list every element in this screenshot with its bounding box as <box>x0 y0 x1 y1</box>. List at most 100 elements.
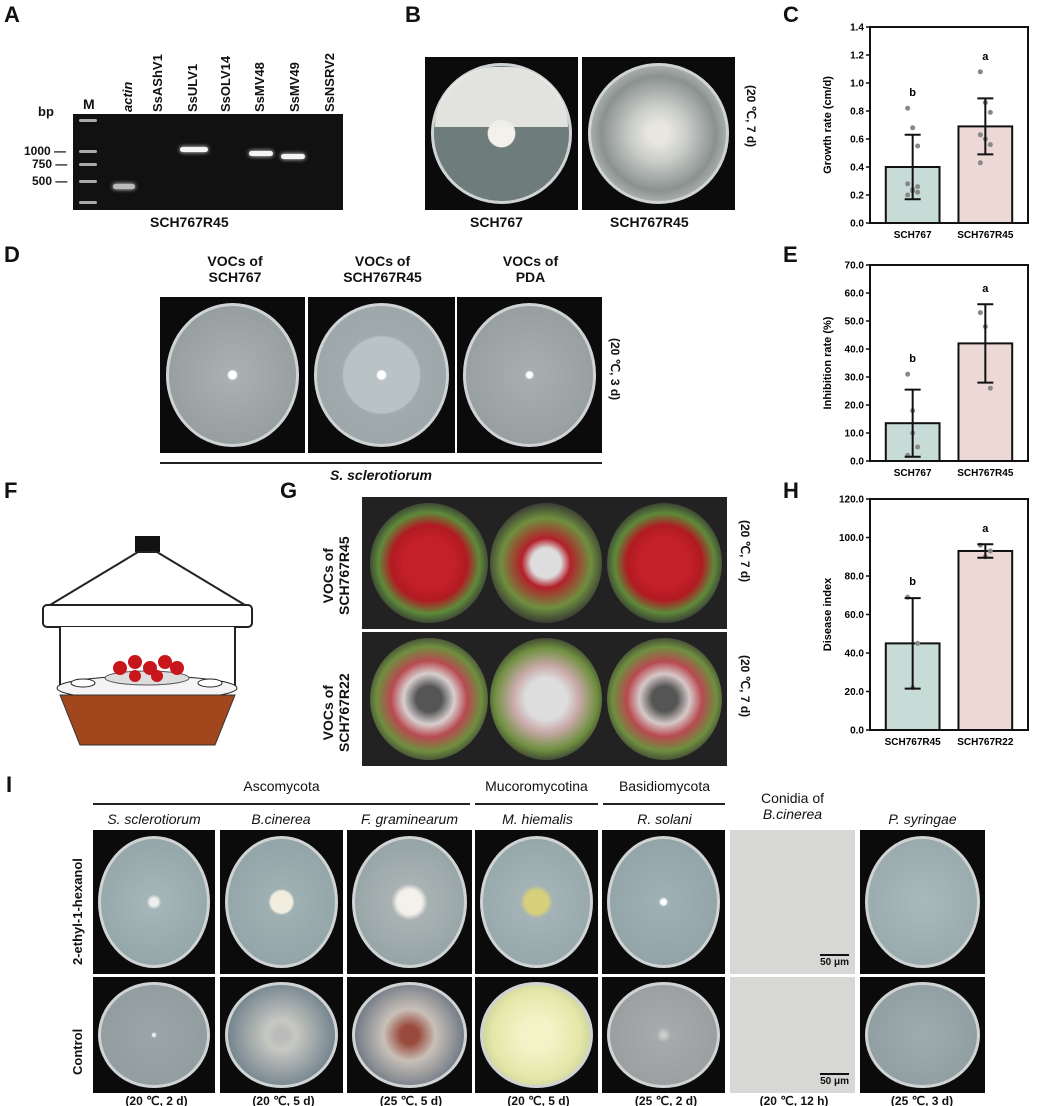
y-tick-label: 0.6 <box>850 135 864 146</box>
x-tick-label: SCH767R45 <box>957 230 1014 241</box>
condition-label: (25 ℃, 2 d) <box>634 1094 698 1106</box>
group-label: Basidiomycota <box>618 778 711 794</box>
panel-label-g: G <box>280 478 298 503</box>
chart-inhibition-rate: 0.010.020.030.040.050.060.070.0Inhibitio… <box>822 261 1029 479</box>
size-500: 500 — <box>32 174 68 188</box>
data-point <box>915 184 921 190</box>
culture-photo <box>602 830 725 974</box>
plot-frame <box>869 26 1029 224</box>
culture-photo <box>475 977 598 1093</box>
y-axis-label: Inhibition rate (%) <box>822 316 834 409</box>
data-point <box>915 189 921 195</box>
species-label: P. syringae <box>888 811 957 827</box>
y-axis-label: Growth rate (cm/d) <box>822 76 834 174</box>
strain-label: SCH767R45 <box>150 214 229 230</box>
y-tick-label: 0.0 <box>850 457 864 468</box>
strawberries <box>113 655 184 682</box>
significance-letter: a <box>982 51 989 63</box>
scale-bar: 50 μm <box>820 1073 849 1087</box>
y-tick-label: 0.4 <box>850 163 864 174</box>
condition-row: (20 ℃, 2 d) (20 ℃, 5 d) (25 ℃, 5 d) (20 … <box>93 1094 986 1106</box>
significance-letter: a <box>982 283 989 295</box>
panel-label-i: I <box>6 772 13 797</box>
condition-label: (20 ℃, 7 d) <box>744 85 758 148</box>
y-tick-label: 0.8 <box>850 107 864 118</box>
gel-image <box>73 114 343 210</box>
culture-photo <box>220 830 343 974</box>
plate-photo <box>308 297 455 453</box>
lane-label: SsMV48 <box>252 62 267 112</box>
lane-label: SsNSRV2 <box>322 52 337 112</box>
x-tick-label: SCH767R45 <box>957 468 1014 479</box>
plate-label: SCH767R45 <box>610 214 689 230</box>
scale-bar: 50 μm <box>820 954 849 968</box>
plate-photo-sch767 <box>425 57 578 210</box>
y-tick-label: 20.0 <box>845 687 865 698</box>
lane-label: SsOLV14 <box>218 55 233 112</box>
plate-photo-sch767r45 <box>582 57 735 210</box>
panel-label-c: C <box>783 2 799 27</box>
condition-label: (20 ℃, 3 d) <box>608 338 622 401</box>
culture-photo <box>93 977 215 1093</box>
culture-photo <box>602 977 725 1093</box>
group-label: Ascomycota <box>243 778 320 794</box>
marker-label: M <box>83 96 95 112</box>
data-point <box>915 640 921 646</box>
y-tick-label: 70.0 <box>845 261 865 272</box>
panel-label-d: D <box>4 242 20 267</box>
data-point <box>905 192 911 198</box>
y-tick-label: 50.0 <box>845 317 865 328</box>
culture-photo <box>93 830 215 974</box>
x-tick-label: SCH767R22 <box>957 737 1014 748</box>
y-tick-label: 60.0 <box>845 610 865 621</box>
y-tick-label: 30.0 <box>845 373 865 384</box>
condition-label: (20 ℃, 7 d) <box>738 520 752 583</box>
panel-label-h: H <box>783 478 799 503</box>
data-point <box>987 548 993 554</box>
data-point <box>977 132 983 138</box>
soil <box>59 694 236 746</box>
panel-label-a: A <box>4 2 20 27</box>
y-tick-label: 40.0 <box>845 649 865 660</box>
chamber-diagram <box>42 536 253 746</box>
bar <box>957 549 1014 731</box>
y-tick-label: 10.0 <box>845 429 865 440</box>
lane-label: SsMV49 <box>287 62 302 112</box>
data-point <box>987 142 993 148</box>
culture-photo <box>347 830 472 974</box>
culture-photo: 50 μm <box>730 830 855 974</box>
species-label: F. graminearum <box>360 811 458 827</box>
y-tick-label: 1.4 <box>850 23 864 34</box>
row-label: Control <box>70 1028 85 1075</box>
group-underline <box>93 803 470 805</box>
lane-label: actin <box>120 81 135 112</box>
y-tick-label: 120.0 <box>839 495 864 506</box>
culture-photo <box>347 977 472 1093</box>
species-label: S. sclerotiorum <box>107 811 201 827</box>
x-tick-label: SCH767 <box>894 468 932 479</box>
culture-photo: 50 μm <box>730 977 855 1093</box>
y-tick-label: 60.0 <box>845 289 865 300</box>
group-underline <box>475 803 598 805</box>
data-point <box>905 371 911 377</box>
culture-photo <box>220 977 343 1093</box>
condition-label: (20 ℃, 5 d) <box>507 1094 570 1106</box>
y-tick-label: 1.2 <box>850 51 864 62</box>
data-point <box>987 109 993 115</box>
group-label: Mucoromycotina <box>485 778 588 794</box>
y-tick-label: 1.0 <box>850 79 864 90</box>
data-point <box>977 69 983 75</box>
condition-label: (20 ℃, 5 d) <box>252 1094 315 1106</box>
y-tick-label: 80.0 <box>845 572 865 583</box>
data-point <box>905 105 911 111</box>
significance-letter: b <box>909 353 916 365</box>
bp-label: bp <box>38 104 54 119</box>
size-1000: 1000 — <box>24 144 67 158</box>
panel-label-b: B <box>405 2 421 27</box>
data-point <box>977 160 983 166</box>
